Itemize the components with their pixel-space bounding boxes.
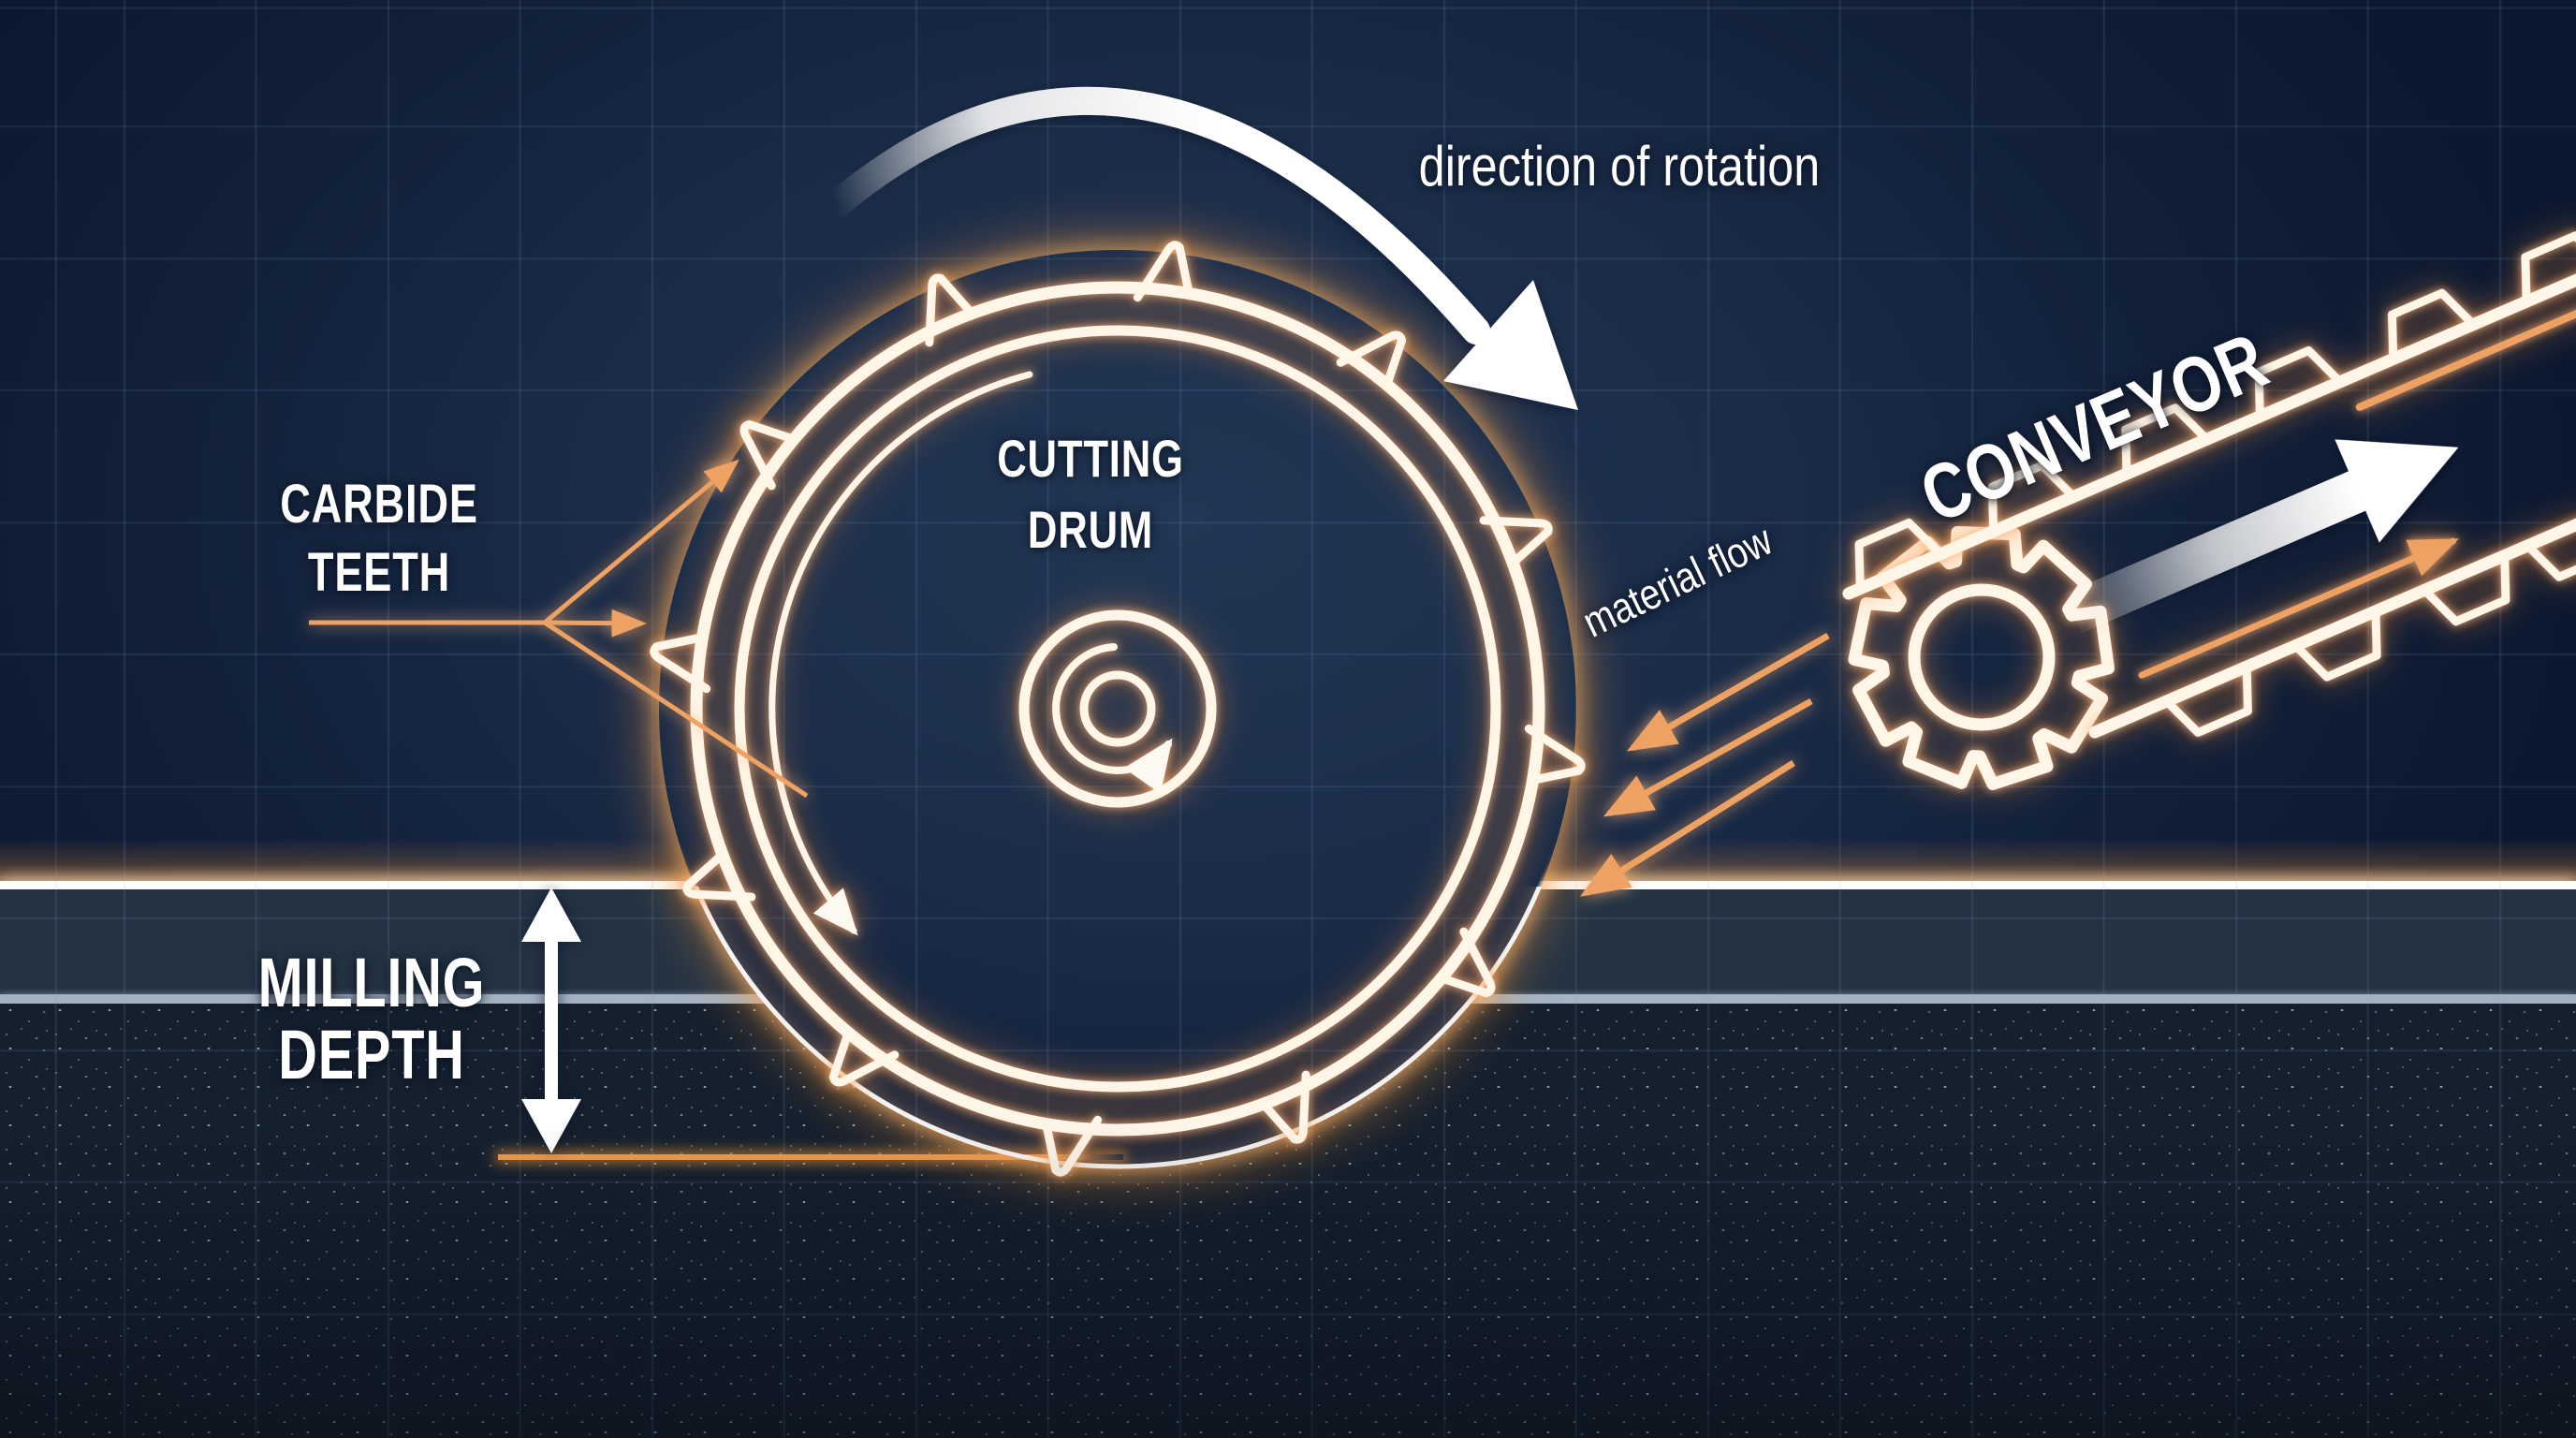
pointer-down <box>543 620 809 799</box>
drum-hub <box>1018 609 1217 808</box>
cutting-drum-line2: DRUM <box>1027 500 1154 560</box>
hub-outer-circle <box>1018 609 1217 808</box>
drum-outer-rim <box>690 281 1545 1137</box>
milling-depth-line1: MILLING <box>257 944 486 1021</box>
carbide-teeth-line1: CARBIDE <box>280 474 478 535</box>
carbide-teeth-label: CARBIDE TEETH <box>270 471 489 607</box>
pointer-right <box>544 609 647 638</box>
depth-arrow-up-head <box>521 888 581 942</box>
depth-arrow-shaft <box>545 936 558 1105</box>
milling-depth-label: MILLING DEPTH <box>226 944 518 1093</box>
milling-depth-arrow <box>521 888 581 1153</box>
cutting-drum-label: CUTTING DRUM <box>944 423 1237 565</box>
direction-of-rotation-label: direction of rotation <box>1418 135 1821 198</box>
milled-cut-edge <box>693 887 1543 1169</box>
conveyor-arrowhead <box>2334 439 2459 543</box>
material-flow-arrows <box>1580 632 1830 897</box>
depth-arrow-down-head <box>521 1099 581 1153</box>
hub-inner-circle <box>1079 670 1156 747</box>
cutting-drum-line1: CUTTING <box>997 429 1184 488</box>
milling-depth-line2: DEPTH <box>278 1015 465 1093</box>
carbide-teeth-line2: TEETH <box>307 541 451 603</box>
gear-hub-ring <box>1908 583 2056 731</box>
